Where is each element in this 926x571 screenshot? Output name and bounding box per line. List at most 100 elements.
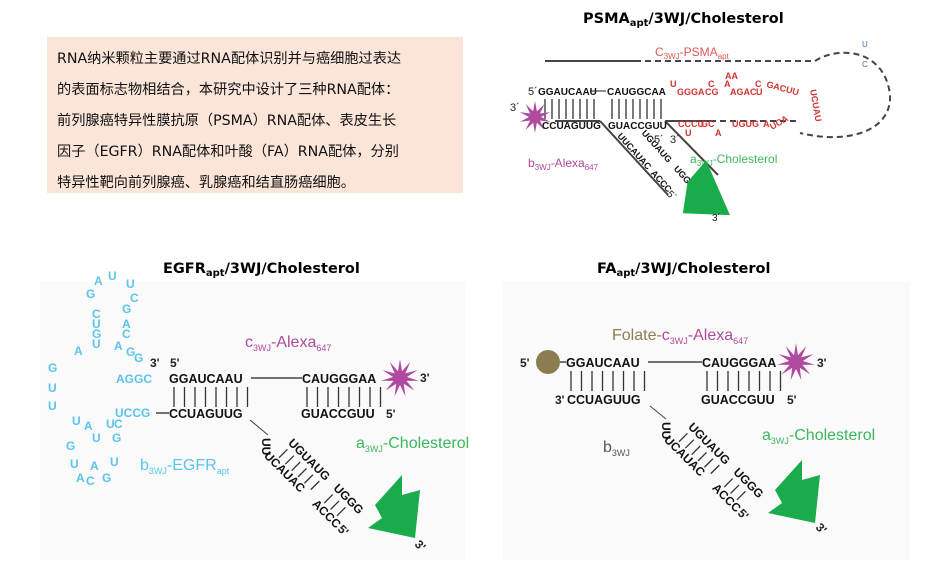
seq-top-right: CAUGGGAA <box>302 372 376 386</box>
aptamer-base: C <box>122 327 131 341</box>
aptamer-base: U <box>106 417 115 431</box>
title-main: PSMA <box>583 11 630 27</box>
aptamer-base: G <box>66 439 75 453</box>
psma-aptamer-sequence: U GGGA C CG AA A AGAC C U GACUU UCUAU CC… <box>670 71 824 138</box>
label-part: a <box>356 435 365 452</box>
label-part: C <box>655 45 664 59</box>
aptamer-base: UGUG <box>732 119 759 129</box>
title-sub: apt <box>205 268 225 279</box>
aptamer-base: U <box>126 277 135 291</box>
end-label-5: 5´ <box>654 134 664 146</box>
label-sub: 647 <box>733 336 748 346</box>
end-label-5: 5' <box>170 356 180 370</box>
end-label-5: 5' <box>787 393 797 407</box>
aptamer-base: A <box>74 344 83 358</box>
strand-line <box>599 120 669 196</box>
end-label-3: 3' <box>420 371 430 385</box>
base-pair-line <box>278 448 288 459</box>
strand-b-label: b3WJ <box>603 439 630 458</box>
aptamer-base: U <box>70 457 79 471</box>
title-rest: /3WJ/Cholesterol <box>635 261 771 277</box>
description-line: RNA纳米颗粒主要通过RNA配体识别并与癌细胞过表达 <box>57 51 402 67</box>
base-pairs <box>570 371 782 391</box>
aptamer-base: U <box>685 128 692 138</box>
label-part: -Alexa <box>271 334 316 351</box>
aptamer-base: G <box>86 287 95 301</box>
psma-diagram: 5´ 3´ GGAUCAAU CAUGGCAA CCUAGUUG GUACCGU… <box>510 40 892 224</box>
aptamer-loop-outline <box>799 51 892 139</box>
label-sub: 3WJ <box>365 444 383 454</box>
label-sub: apt <box>718 52 730 61</box>
base-pair-line <box>330 500 340 510</box>
label-part: Folate- <box>612 327 662 344</box>
arm-uu: UU <box>659 422 673 439</box>
strand-line <box>249 419 269 436</box>
label-part: -PSMA <box>680 45 718 59</box>
title-rest: /3WJ/Cholesterol <box>648 11 784 27</box>
label-sub: 3WJ <box>535 163 551 172</box>
seq-top-right: CAUGGGAA <box>702 356 776 370</box>
aptamer-base: GC <box>701 119 715 129</box>
aptamer-base: U <box>48 381 57 395</box>
fa-panel-background <box>503 282 910 560</box>
aptamer-base: AGAC <box>730 87 757 97</box>
end-label-5: 5' <box>520 356 530 370</box>
label-sub: 3WJ <box>612 448 630 458</box>
aptamer-base: G <box>102 471 111 485</box>
arm-uu: UU <box>259 438 273 455</box>
aptamer-base: CCCU <box>678 119 704 129</box>
egfr-panel-title: EGFRapt/3WJ/Cholesterol <box>163 261 360 279</box>
base-pair-line <box>291 461 301 471</box>
seq-top-left: GGAUCAAU <box>538 87 597 98</box>
base-pair-line <box>697 451 708 462</box>
aptamer-base: GACUU <box>765 79 799 97</box>
aptamer-base: U <box>92 431 101 445</box>
aptamer-base: A <box>84 419 93 433</box>
base-pair-line <box>297 467 308 478</box>
base-pair-line <box>723 478 734 488</box>
alexa-fluorophore-star-icon <box>381 359 419 397</box>
description-line: 前列腺癌特异性膜抗原（PSMA）RNA配体、表皮生长 <box>57 113 397 129</box>
aptamer-base: G <box>126 345 135 359</box>
description-line: 的表面标志物相结合，本研究中设计了三种RNA配体： <box>57 82 400 98</box>
end-label-5: 5' <box>386 407 396 421</box>
label-sub: 3WJ <box>771 436 789 446</box>
base-pair-line <box>684 439 695 449</box>
base-pairs <box>611 99 662 119</box>
arm-seq-top2: UGGG <box>331 481 367 517</box>
seq-bottom-left: CCUAGUUG <box>542 121 601 132</box>
alexa-fluorophore-star-icon <box>519 101 551 133</box>
aptamer-base: G <box>122 302 131 316</box>
end-label-3: 3' <box>817 356 827 370</box>
seq-bottom-left: CCUAGUUG <box>169 407 243 421</box>
fa-diagram: Folate-c3WJ-Alexa647 5' GGAUCAAU CAUGGGA… <box>520 327 875 537</box>
end-label-3: 3´ <box>510 102 520 114</box>
base-pairs <box>173 387 382 407</box>
aptamer-base: A <box>114 339 123 353</box>
label-part: b <box>603 439 612 456</box>
label-part: a <box>690 152 697 166</box>
arm-end-3: 3´ <box>712 212 721 224</box>
label-part: -Cholesterol <box>713 152 778 166</box>
aptamer-base: AA <box>725 71 738 81</box>
base-pair-line <box>710 464 720 475</box>
seq-top-left: GGAUCAAU <box>169 372 243 386</box>
alexa-fluorophore-star-icon <box>777 343 815 381</box>
seq-bottom-right: GUACCGUU <box>301 407 375 421</box>
strand-c-label: Folate-c3WJ-Alexa647 <box>612 327 748 346</box>
aptamer-base: C <box>114 417 123 431</box>
end-label-5: 5´ <box>528 86 538 98</box>
seq-top-right: CAUGGCAA <box>607 87 666 98</box>
cholesterol-arrow-icon <box>682 160 730 216</box>
aptamer-base: A <box>94 274 103 288</box>
aptamer-base: G <box>134 351 143 365</box>
label-part: -Cholesterol <box>789 427 875 444</box>
seq-bottom-right: GUACCGUU <box>701 393 775 407</box>
label-part: -Cholesterol <box>383 435 469 452</box>
end-label-3: 3' <box>150 356 160 370</box>
base-pair-line <box>336 506 346 517</box>
label-part: b <box>528 156 535 170</box>
description-line: 特异性靶向前列腺癌、乳腺癌和结直肠癌细胞。 <box>57 175 355 191</box>
